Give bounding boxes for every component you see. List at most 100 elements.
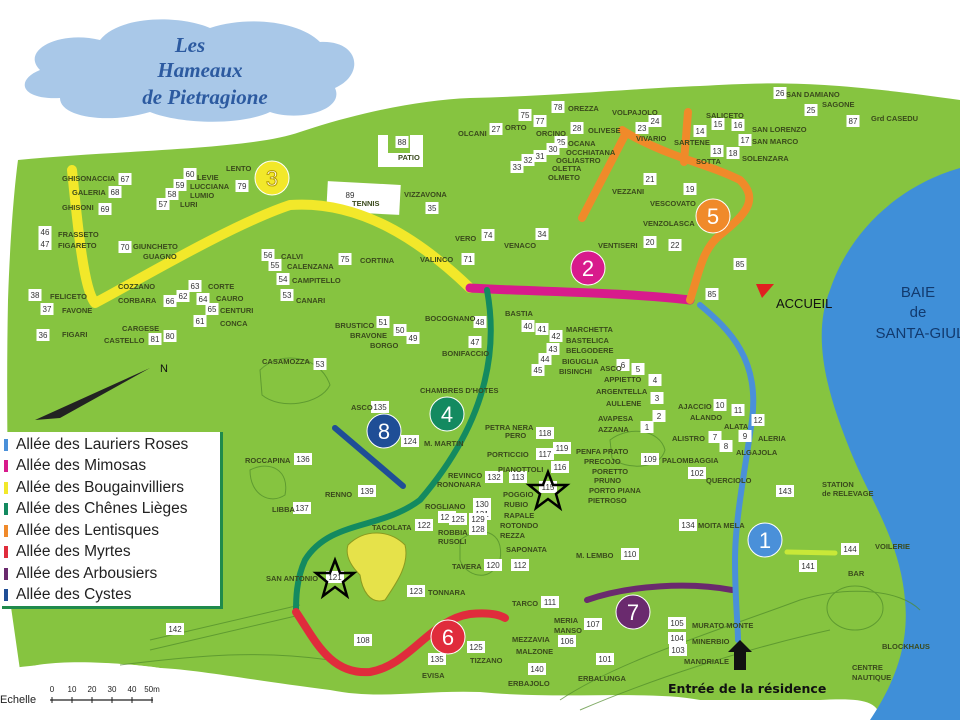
place-label: SALICETO (706, 111, 744, 120)
building-number: 30 (549, 145, 558, 154)
place-label: VOILERIE (875, 542, 910, 551)
place-label: EVISA (422, 671, 445, 680)
place-label: TAVERA (452, 562, 482, 571)
place-label: PRECOJO (584, 457, 621, 466)
alley-number: 1 (759, 528, 771, 553)
building-shape (293, 502, 311, 514)
building-shape (773, 87, 787, 99)
building-shape (38, 226, 52, 238)
building-number: 49 (409, 334, 418, 343)
building-number: 46 (41, 228, 50, 237)
place-label: GIUNCHETO (133, 242, 178, 251)
building: 43 (546, 343, 560, 355)
place-label: MEZZAVIA (512, 635, 550, 644)
place-label: BISINCHI (559, 367, 592, 376)
legend-swatch (4, 438, 8, 451)
place-label: Grd CASEDU (871, 114, 918, 123)
building: 34 (535, 228, 549, 240)
building: 128 (469, 523, 487, 535)
building-shape (643, 236, 657, 248)
building: 1 (640, 421, 654, 433)
building-shape (733, 258, 747, 270)
place-label: de RELEVAGE (822, 489, 874, 498)
building-shape (261, 249, 275, 261)
scale-tick-label: 10 (68, 685, 77, 694)
place-label: SAN DAMIANO (786, 90, 840, 99)
building: 61 (193, 315, 207, 327)
place-label: OGLIASTRO (556, 156, 601, 165)
alley-marker-2: 2 (570, 250, 606, 286)
building-shape (596, 653, 614, 665)
alley-number: 3 (266, 166, 278, 191)
building-number: 45 (534, 366, 543, 375)
building-shape (731, 404, 745, 416)
place-label: QUERCIOLO (706, 476, 752, 485)
building: 81 (148, 333, 162, 345)
building: 22 (668, 239, 682, 251)
building-shape (449, 513, 467, 525)
building: 45 (531, 364, 545, 376)
place-label: CANARI (296, 296, 325, 305)
building: 87 (846, 115, 860, 127)
building: 47 (468, 336, 482, 348)
place-label: BIGUGLIA (562, 357, 599, 366)
place-label: REZZA (500, 531, 526, 540)
building-number: 66 (166, 297, 175, 306)
place-label: OLMETO (548, 173, 580, 182)
building-number: 4 (653, 376, 658, 385)
building-shape (711, 118, 725, 130)
building-number: 60 (186, 170, 195, 179)
place-label: VENTISERI (598, 241, 638, 250)
building-shape (538, 353, 552, 365)
building-shape (467, 641, 485, 653)
place-label: BLOCKHAUS (882, 642, 930, 651)
building-number: 107 (586, 620, 600, 629)
place-label: PORTICCIO (487, 450, 529, 459)
building-number: 108 (356, 636, 370, 645)
building-number: 3 (655, 394, 660, 403)
building-number: 70 (121, 243, 130, 252)
place-label: FIGARETO (58, 241, 97, 250)
building: 60 (183, 168, 197, 180)
building-number: 116 (554, 463, 567, 472)
building-shape (481, 229, 495, 241)
building-shape (406, 332, 420, 344)
place-label: LENTO (226, 164, 251, 173)
legend-label: Allée des Chênes Lièges (16, 500, 188, 518)
building: 123 (407, 585, 425, 597)
place-label: M. LEMBO (576, 551, 614, 560)
place-label: NAUTIQUE (852, 673, 891, 682)
legend-item: Allée des Cystes (2, 585, 220, 607)
building-shape (776, 485, 794, 497)
place-label: CENTURI (220, 306, 253, 315)
building: 57 (156, 198, 170, 210)
building-number: 85 (736, 260, 745, 269)
building: 85 (733, 258, 747, 270)
building: 3 (650, 392, 664, 404)
alley-number: 6 (442, 625, 454, 650)
place-label: STATION (822, 480, 854, 489)
scale-tick-label: 30 (108, 685, 117, 694)
building-number: 106 (560, 637, 574, 646)
building: 118 (536, 427, 554, 439)
building: 120 (484, 559, 502, 571)
building-number: 143 (778, 487, 792, 496)
scale-tick-label: 20 (88, 685, 97, 694)
building-number: 101 (598, 655, 612, 664)
building: 68 (108, 186, 122, 198)
place-label: PETRA NERA (485, 423, 534, 432)
building: 20 (643, 236, 657, 248)
building-shape (461, 253, 475, 265)
place-label: ASCO (600, 364, 622, 373)
building-shape (640, 421, 654, 433)
place-label: LURI (180, 200, 198, 209)
building: 67 (118, 173, 132, 185)
alley-marker-circle (747, 522, 783, 558)
building-shape (738, 430, 752, 442)
alley-marker-circle (430, 619, 466, 655)
building: 71 (461, 253, 475, 265)
building-shape (553, 442, 571, 454)
building-shape (401, 435, 419, 447)
